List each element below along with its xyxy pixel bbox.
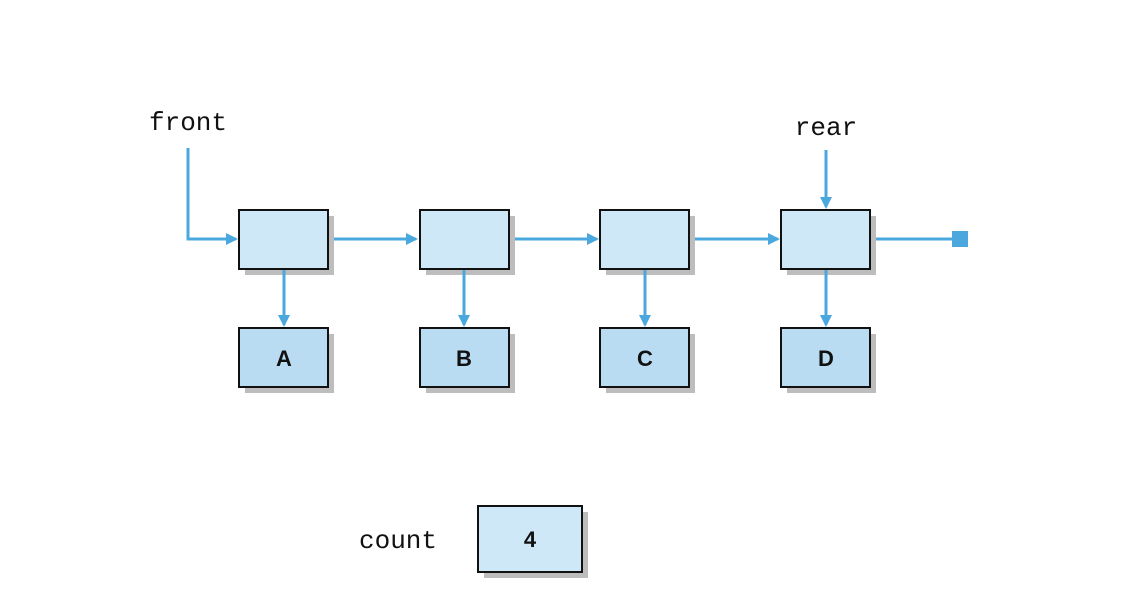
- rear-label: rear: [795, 113, 857, 143]
- data-box: [599, 327, 690, 388]
- count-value: 4: [524, 527, 537, 552]
- data-box-d: D: [780, 327, 876, 393]
- data-label: D: [818, 346, 834, 371]
- data-label: A: [276, 346, 292, 371]
- node-box: [599, 209, 690, 270]
- data-box-b: B: [419, 327, 515, 393]
- null-terminator-icon: [952, 231, 968, 247]
- data-label: B: [456, 346, 472, 371]
- data-box: [780, 327, 871, 388]
- node-box: [780, 209, 871, 270]
- node-3: [599, 209, 695, 275]
- data-box-a: A: [238, 327, 334, 393]
- data-label: C: [637, 346, 653, 371]
- node-2: [419, 209, 515, 275]
- count-box: 4: [477, 505, 588, 578]
- data-box: [419, 327, 510, 388]
- node-box: [238, 209, 329, 270]
- node-box: [419, 209, 510, 270]
- front-pointer-arrow: [186, 148, 238, 245]
- node-1: [238, 209, 334, 275]
- count-box-frame: [477, 505, 583, 573]
- node-4: [780, 209, 876, 275]
- front-label: front: [149, 108, 227, 138]
- count-label: count: [359, 526, 437, 556]
- data-box: [238, 327, 329, 388]
- data-box-c: C: [599, 327, 695, 393]
